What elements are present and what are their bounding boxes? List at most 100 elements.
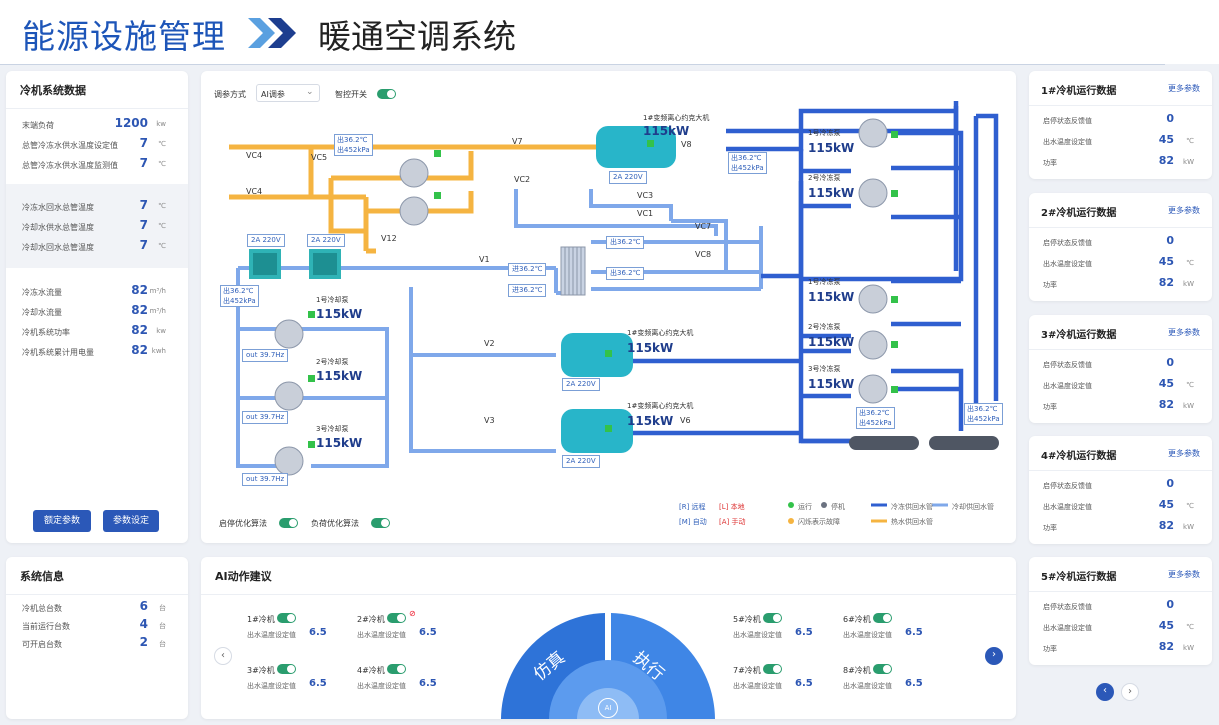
ai-icon: AI (598, 698, 618, 718)
ai-toggle[interactable] (387, 613, 406, 623)
ai-toggle[interactable] (873, 613, 892, 623)
header-divider (0, 64, 1165, 65)
cooling-tower-icon (249, 249, 341, 279)
valve-label: VC4 (246, 151, 263, 160)
chevron-down-icon: ⌄ (306, 87, 314, 97)
temp-tag: 进36.2℃ (508, 263, 547, 276)
disabled-icon: ⊘ (409, 609, 416, 618)
smart-control-label: 智控开关 (335, 90, 367, 99)
valve-label: VC1 (637, 209, 654, 218)
smart-control-toggle[interactable] (377, 89, 396, 99)
valve-label: V1 (479, 255, 490, 264)
prev-arrow-icon[interactable]: ‹ (214, 647, 232, 665)
elec-tag: 2A 220V (247, 234, 285, 247)
next-arrow-icon[interactable]: › (985, 647, 1003, 665)
next-page-icon[interactable]: › (1121, 683, 1139, 701)
page-title: 能源设施管理 (22, 17, 226, 56)
panel-title: 冷机系统数据 (20, 84, 86, 97)
chiller-icon (561, 126, 676, 453)
prev-page-icon[interactable]: ‹ (1096, 683, 1114, 701)
chevron-right-icon (248, 18, 296, 48)
rated-params-button[interactable]: 额定参数 (33, 510, 91, 532)
temp-tag: 出36.2℃ (606, 267, 645, 280)
load-opt-toggle[interactable] (371, 518, 390, 528)
elec-tag: 2A 220V (307, 234, 345, 247)
valve-label: V3 (484, 416, 495, 425)
hvac-diagram-panel: 调参方式 AI调参 ⌄ 智控开关 (201, 71, 1016, 543)
ai-toggle[interactable] (277, 613, 296, 623)
valve-label: V8 (681, 140, 692, 149)
load-opt-label: 负荷优化算法 (311, 519, 359, 528)
mode-select[interactable]: AI调参 ⌄ (256, 84, 320, 102)
param-settings-button[interactable]: 参数设定 (103, 510, 159, 532)
page-header: 能源设施管理 暖通空调系统 (0, 0, 1219, 64)
more-params-link[interactable]: 更多参数 (1168, 84, 1200, 93)
ai-toggle[interactable] (277, 664, 296, 674)
elec-tag: 2A 220V (609, 171, 647, 184)
valve-label: VC3 (637, 191, 654, 200)
valve-label: VC7 (695, 222, 712, 231)
temp-tag: 出36.2℃ (606, 236, 645, 249)
valve-label: VC4 (246, 187, 263, 196)
more-params-link[interactable]: 更多参数 (1168, 449, 1200, 458)
ai-toggle[interactable] (763, 613, 782, 623)
ai-toggle[interactable] (763, 664, 782, 674)
panel-title: 系统信息 (20, 570, 64, 583)
mode-label: 调参方式 (214, 90, 246, 99)
start-stop-opt-label: 启停优化算法 (219, 519, 267, 528)
more-params-link[interactable]: 更多参数 (1168, 570, 1200, 579)
valve-label: V6 (680, 416, 691, 425)
ai-toggle[interactable] (873, 664, 892, 674)
pipe-diagram (229, 101, 999, 524)
more-params-link[interactable]: 更多参数 (1168, 206, 1200, 215)
more-params-link[interactable]: 更多参数 (1168, 328, 1200, 337)
valve-label: VC8 (695, 250, 712, 259)
valve-label: VC2 (514, 175, 531, 184)
ai-toggle[interactable] (387, 664, 406, 674)
start-stop-opt-toggle[interactable] (279, 518, 298, 528)
